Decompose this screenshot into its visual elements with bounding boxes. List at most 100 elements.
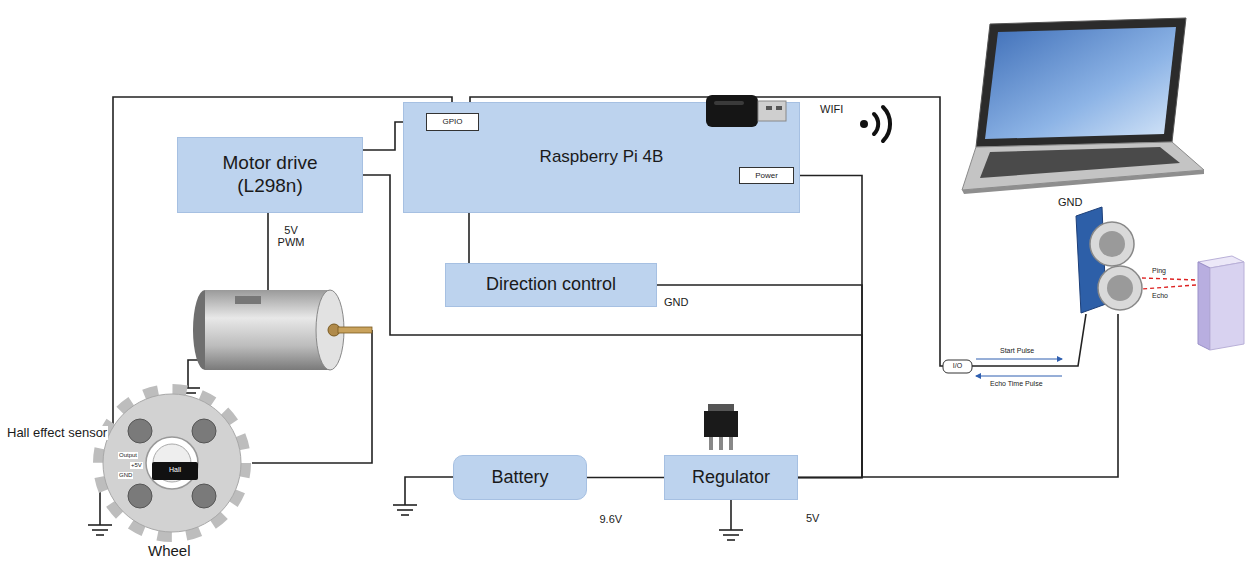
chip-pin bbox=[729, 437, 733, 450]
wifi-dot bbox=[860, 120, 868, 128]
process-box: Regulator bbox=[664, 455, 798, 500]
node-text: GPIO bbox=[442, 117, 462, 127]
board-box: Raspberry Pi 4B GPIO Power bbox=[403, 102, 800, 213]
dc-motor bbox=[193, 290, 372, 370]
wifi-arc bbox=[874, 114, 878, 134]
part-label: Hall effect sensor bbox=[6, 426, 108, 440]
echo-pulse-arrow bbox=[976, 376, 1062, 377]
transducer bbox=[1098, 266, 1142, 310]
magnet bbox=[192, 419, 216, 443]
magnet bbox=[128, 484, 152, 508]
pin-box: GPIO bbox=[426, 113, 479, 131]
node-text: Raspberry Pi 4B bbox=[540, 147, 664, 167]
wire-connector bbox=[657, 285, 862, 478]
dongle-hole bbox=[776, 106, 782, 110]
laptop-edge bbox=[962, 170, 1204, 194]
wall-side bbox=[1198, 262, 1210, 350]
start-pulse-arrow bbox=[976, 359, 1062, 360]
ground-line bbox=[401, 514, 409, 516]
regulator-ground-wire bbox=[730, 500, 732, 530]
chip-tab bbox=[708, 404, 734, 412]
node-text: Direction control bbox=[486, 274, 616, 296]
battery-box: Battery bbox=[453, 455, 587, 500]
ground-line bbox=[727, 539, 735, 541]
voltage-label: 5V bbox=[806, 512, 819, 524]
wire-connector bbox=[587, 477, 664, 479]
dongle-plug bbox=[758, 101, 786, 121]
regulator-chip-icon bbox=[704, 404, 738, 450]
hall-sensor-chip bbox=[152, 462, 198, 480]
gear-body bbox=[103, 394, 241, 532]
ground-symbol bbox=[393, 505, 417, 515]
chip-body bbox=[704, 411, 738, 437]
echo-ray bbox=[1142, 285, 1196, 289]
signal-label: Start Pulse bbox=[1000, 347, 1034, 355]
sensor-io-wire bbox=[972, 314, 1086, 366]
process-box: Motor drive (L298n) bbox=[177, 137, 363, 213]
ground-symbol bbox=[88, 525, 112, 535]
signal-label: Ping bbox=[1152, 267, 1166, 275]
ground-line bbox=[719, 529, 743, 531]
battery-ground-wire bbox=[405, 477, 453, 505]
node-text: Battery bbox=[491, 467, 548, 489]
pwm-wire bbox=[267, 213, 269, 290]
chip-pin bbox=[719, 437, 723, 450]
ground-line bbox=[92, 529, 108, 531]
usb-wifi-dongle bbox=[706, 91, 790, 131]
pin-label: GND bbox=[118, 472, 133, 479]
laptop-bezel bbox=[976, 18, 1186, 147]
chip-pin bbox=[709, 437, 713, 450]
wire-connector bbox=[363, 175, 862, 478]
dongle-highlight bbox=[714, 101, 744, 105]
transducer-mesh bbox=[1107, 275, 1133, 301]
sensor-power-wire bbox=[862, 314, 1118, 477]
chip-label: Hall bbox=[152, 466, 198, 474]
laptop-keyboard bbox=[980, 147, 1180, 178]
gear-teeth bbox=[99, 390, 245, 536]
ground-line bbox=[723, 534, 739, 536]
ping-ray bbox=[1142, 278, 1196, 280]
ground-line bbox=[88, 524, 112, 526]
ground-label: GND bbox=[1058, 196, 1082, 208]
ground-label: GND bbox=[664, 296, 688, 308]
wire-connector bbox=[794, 176, 862, 478]
wifi-label: WIFI bbox=[820, 103, 843, 115]
motor-slot bbox=[235, 296, 261, 304]
wall-obstacle bbox=[1198, 256, 1244, 350]
ground-line bbox=[393, 504, 417, 506]
transducer bbox=[1090, 222, 1134, 266]
dongle-body bbox=[706, 95, 758, 127]
signal-label: Echo Time Pulse bbox=[990, 380, 1043, 388]
motor-shaft bbox=[338, 327, 372, 333]
wheel-gear bbox=[99, 390, 245, 536]
transducer-mesh bbox=[1099, 231, 1125, 257]
motor-can bbox=[205, 290, 330, 370]
pin-label: +5V bbox=[130, 462, 143, 469]
ground-line bbox=[96, 534, 104, 536]
wifi-symbol bbox=[860, 107, 890, 141]
magnet bbox=[128, 419, 152, 443]
laptop-screen bbox=[985, 27, 1176, 139]
magnet bbox=[192, 484, 216, 508]
part-label: Wheel bbox=[148, 543, 191, 560]
node-text: Power bbox=[755, 171, 778, 181]
node-text: Regulator bbox=[692, 467, 770, 489]
ground-line bbox=[397, 509, 413, 511]
wifi-arc bbox=[883, 107, 890, 141]
gear-hub bbox=[146, 437, 198, 489]
signal-label: 5V PWM bbox=[274, 224, 308, 248]
voltage-label: 9.6V bbox=[600, 513, 623, 525]
process-box: Direction control bbox=[445, 263, 657, 307]
signal-label: Echo bbox=[1152, 292, 1168, 300]
pin-box: Power bbox=[739, 167, 794, 184]
ground-symbol bbox=[719, 530, 743, 540]
ultrasonic-sensor bbox=[1076, 207, 1196, 313]
io-connector bbox=[943, 360, 972, 373]
laptop-icon bbox=[962, 18, 1204, 194]
node-text: Motor drive (L298n) bbox=[200, 152, 340, 198]
wire-group bbox=[100, 97, 1118, 530]
wall-front bbox=[1210, 262, 1244, 350]
dongle-hole bbox=[766, 106, 772, 110]
pin-label: Output bbox=[118, 452, 138, 459]
